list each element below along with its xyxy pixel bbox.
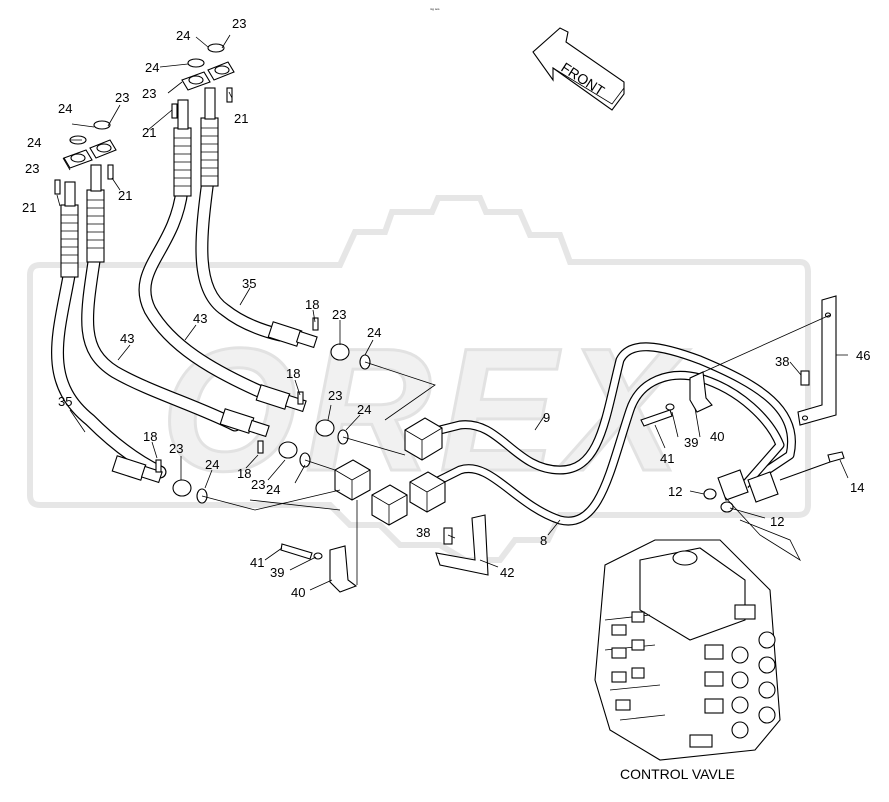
callout-23-row1: 23 xyxy=(332,307,346,322)
callout-18-row4: 18 xyxy=(143,429,157,444)
callout-24-row4: 24 xyxy=(205,457,219,472)
callout-24-row2: 24 xyxy=(357,402,371,417)
callout-24-ml-a: 24 xyxy=(27,135,41,150)
lower-fittings xyxy=(111,317,371,504)
header-mark: ᵐᵍ ᵒᵒᵒ xyxy=(430,7,440,12)
top-flanges xyxy=(54,43,235,195)
callout-21-r-a: 21 xyxy=(118,188,132,203)
callout-21-r-b: 21 xyxy=(234,111,248,126)
callout-23-tl-a: 23 xyxy=(115,90,129,105)
fitting-row-2 xyxy=(255,384,349,445)
callout-46: 46 xyxy=(856,348,870,363)
callout-24-tl-b: 24 xyxy=(176,28,190,43)
callout-24-tl-a: 24 xyxy=(58,101,72,116)
callout-14: 14 xyxy=(850,480,864,495)
callout-24-row1: 24 xyxy=(367,325,381,340)
bolt-14 xyxy=(827,451,845,463)
callout-39-right: 39 xyxy=(684,435,698,450)
callout-43-left: 43 xyxy=(120,331,134,346)
crimp-sleeve-4 xyxy=(200,87,219,187)
hose-crimp-sleeves xyxy=(60,87,219,278)
callout-40-right: 40 xyxy=(710,429,724,444)
callout-18-row1: 18 xyxy=(305,297,319,312)
tube-8 xyxy=(427,370,785,526)
callout-41-lower: 41 xyxy=(250,555,264,570)
callout-23-ml-a: 23 xyxy=(25,161,39,176)
watermark-gear-outline xyxy=(27,195,811,563)
callout-9: 9 xyxy=(543,410,550,425)
callout-24-ml-b: 24 xyxy=(145,60,159,75)
crimp-sleeve-3 xyxy=(173,99,192,197)
callout-23-ml-b: 23 xyxy=(142,86,156,101)
callout-23-row4: 23 xyxy=(169,441,183,456)
callout-21-l-b: 21 xyxy=(142,125,156,140)
bolt-38-lower xyxy=(443,527,453,545)
callout-23-row2: 23 xyxy=(328,388,342,403)
callouts: 24 23 24 23 21 21 24 23 24 23 21 21 35 4… xyxy=(22,16,870,600)
bolt-41-upper xyxy=(640,409,673,427)
callout-40-lower: 40 xyxy=(291,585,305,600)
front-arrow: FRONT xyxy=(532,27,625,111)
callout-35-left: 35 xyxy=(58,394,72,409)
tubes xyxy=(334,342,796,526)
callout-18-row3: 18 xyxy=(237,466,251,481)
watermark: OREX xyxy=(27,195,811,563)
bracket-42 xyxy=(435,514,489,576)
bracket-46 xyxy=(797,295,837,426)
callout-43-right: 43 xyxy=(193,311,207,326)
callout-38-right: 38 xyxy=(775,354,789,369)
crimp-sleeve-1 xyxy=(60,181,79,278)
bolt-38-right xyxy=(800,370,810,386)
callout-21-l-a: 21 xyxy=(22,200,36,215)
hose-43-left xyxy=(81,248,242,432)
crimp-sleeve-2 xyxy=(86,164,105,263)
control-valve-caption: CONTROL VAVLE xyxy=(620,766,735,782)
callout-39-lower: 39 xyxy=(270,565,284,580)
callout-23-tl-b: 23 xyxy=(232,16,246,31)
watermark-text: OREX xyxy=(161,313,690,508)
hose-35-right xyxy=(195,173,287,342)
flange-top-b xyxy=(171,43,235,119)
bolt-41-lower xyxy=(280,543,313,560)
callout-8: 8 xyxy=(540,533,547,548)
tube-flange-8 xyxy=(717,469,749,501)
callout-12-upper: 12 xyxy=(668,484,682,499)
leader-lines xyxy=(56,34,849,591)
callout-41-right: 41 xyxy=(660,451,674,466)
tube-flange-9 xyxy=(747,471,779,503)
hose-43-right xyxy=(138,183,275,402)
callout-24-row3: 24 xyxy=(266,482,280,497)
clip-40-lower xyxy=(329,545,358,593)
callout-38-lower: 38 xyxy=(416,525,430,540)
callout-18-row2: 18 xyxy=(286,366,300,381)
callout-23-row3: 23 xyxy=(251,477,265,492)
control-valve xyxy=(594,539,781,761)
hose-35-left xyxy=(51,263,167,479)
hose-group xyxy=(51,173,287,479)
tube-9 xyxy=(418,342,796,479)
callout-12-lower: 12 xyxy=(770,514,784,529)
callout-35-right: 35 xyxy=(242,276,256,291)
flange-top-a xyxy=(54,120,117,195)
callout-42: 42 xyxy=(500,565,514,580)
